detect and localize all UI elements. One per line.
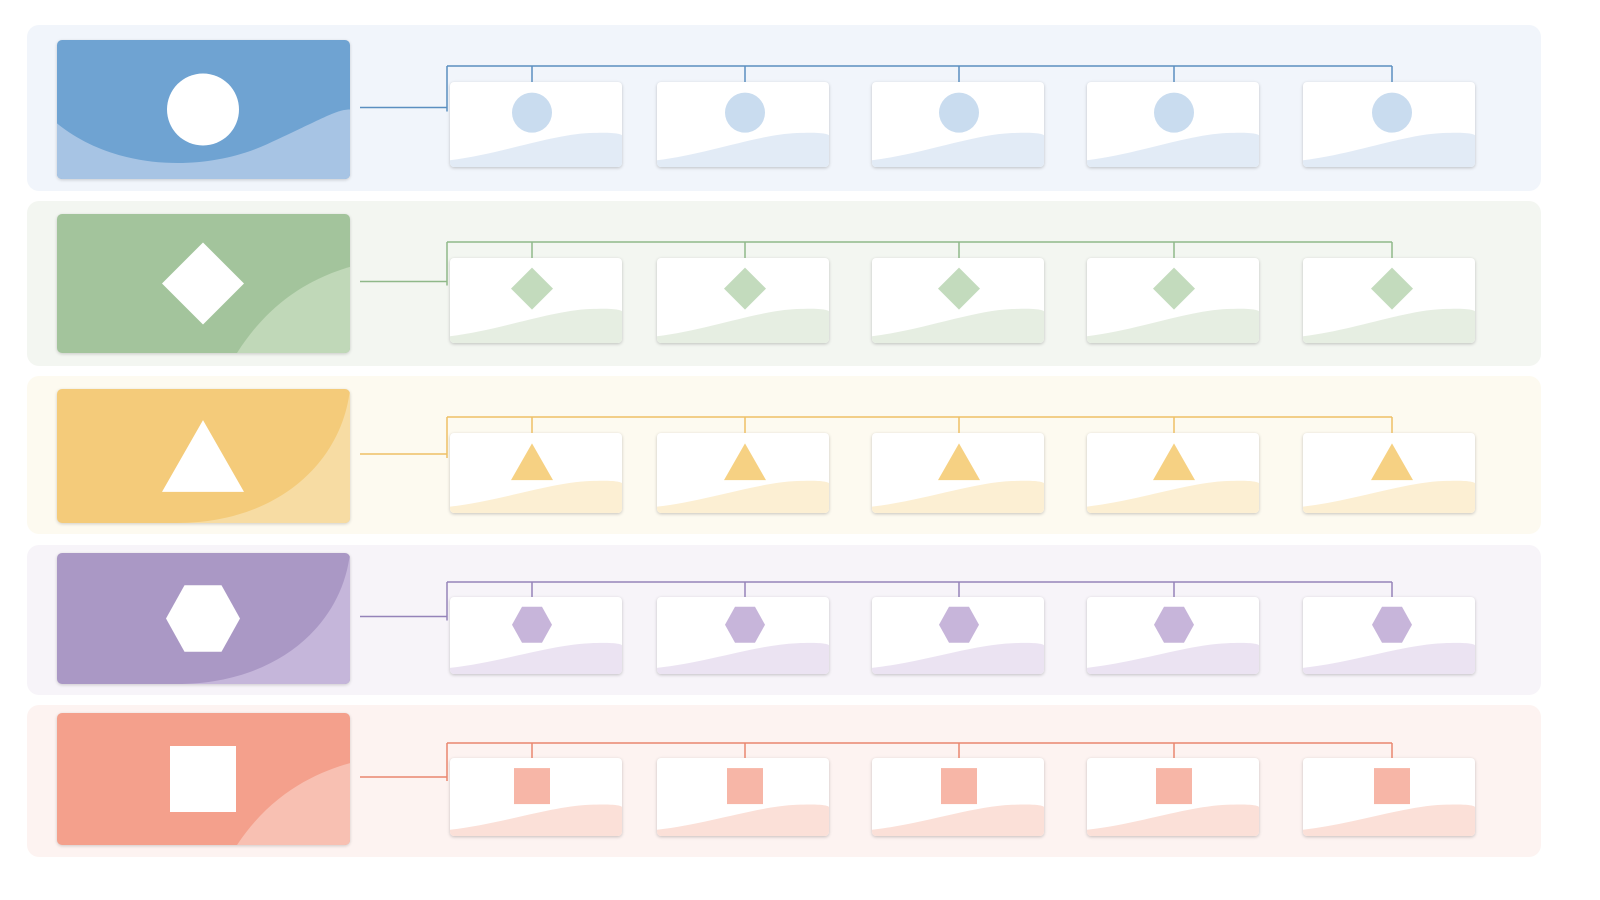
diamond-icon [511, 267, 553, 310]
child-card-triangle [1303, 433, 1475, 513]
child-card-circle [657, 82, 829, 167]
diamond-icon [1153, 267, 1195, 310]
child-card-triangle [872, 433, 1044, 513]
card-wave [872, 642, 1044, 674]
child-card-circle [1087, 82, 1259, 167]
card-wave [1087, 480, 1259, 513]
card-wave [1087, 132, 1259, 167]
child-card-triangle [450, 433, 622, 513]
hexagon-icon [1372, 606, 1412, 643]
triangle-icon [1153, 443, 1195, 481]
card-wave [872, 132, 1044, 167]
square-icon [170, 746, 236, 812]
square-icon [941, 768, 977, 805]
diamond-icon [162, 242, 244, 325]
triangle-icon [1371, 443, 1413, 481]
triangle-icon [724, 443, 766, 481]
card-wave [657, 642, 829, 674]
card-wave [450, 804, 622, 836]
child-card-hexagon [1303, 597, 1475, 674]
child-card-triangle [1087, 433, 1259, 513]
card-wave [657, 480, 829, 513]
hexagon-icon [939, 606, 979, 643]
card-wave [1303, 642, 1475, 674]
card-wave [1303, 132, 1475, 167]
circle-icon [512, 92, 552, 133]
card-wave [657, 132, 829, 167]
child-card-diamond [657, 258, 829, 343]
triangle-icon [511, 443, 553, 481]
card-wave [237, 266, 350, 353]
parent-card-diamond [57, 214, 350, 353]
circle-icon [1154, 92, 1194, 133]
square-icon [1156, 768, 1192, 805]
child-card-diamond [450, 258, 622, 343]
card-wave [872, 308, 1044, 343]
circle-icon [1372, 92, 1412, 133]
triangle-icon [938, 443, 980, 481]
hexagon-icon [1154, 606, 1194, 643]
card-wave [1303, 804, 1475, 836]
triangle-icon [162, 420, 244, 492]
hexagon-icon [166, 585, 240, 652]
diamond-icon [724, 267, 766, 310]
child-card-hexagon [872, 597, 1044, 674]
parent-card-square [57, 713, 350, 845]
card-wave [1303, 480, 1475, 513]
child-card-triangle [657, 433, 829, 513]
child-card-square [1087, 758, 1259, 836]
card-wave [657, 804, 829, 836]
card-wave [1087, 804, 1259, 836]
child-card-hexagon [657, 597, 829, 674]
child-card-circle [1303, 82, 1475, 167]
card-wave [1087, 642, 1259, 674]
child-card-circle [872, 82, 1044, 167]
diamond-icon [1371, 267, 1413, 310]
card-wave [872, 804, 1044, 836]
square-icon [1374, 768, 1410, 805]
card-wave [450, 308, 622, 343]
circle-icon [939, 92, 979, 133]
child-card-diamond [872, 258, 1044, 343]
hexagon-icon [512, 606, 552, 643]
child-card-square [872, 758, 1044, 836]
square-icon [514, 768, 550, 805]
card-wave [450, 642, 622, 674]
parent-card-circle [57, 40, 350, 179]
card-wave [450, 480, 622, 513]
card-wave [177, 389, 350, 523]
child-card-square [450, 758, 622, 836]
diamond-icon [938, 267, 980, 310]
hexagon-icon [725, 606, 765, 643]
circle-icon [725, 92, 765, 133]
card-wave [57, 109, 350, 179]
parent-card-hexagon [57, 553, 350, 684]
square-icon [727, 768, 763, 805]
card-wave [237, 763, 350, 845]
circle-icon [167, 73, 239, 146]
child-card-hexagon [1087, 597, 1259, 674]
card-wave [1087, 308, 1259, 343]
card-wave [450, 132, 622, 167]
card-wave [657, 308, 829, 343]
child-card-diamond [1303, 258, 1475, 343]
child-card-hexagon [450, 597, 622, 674]
parent-card-triangle [57, 389, 350, 523]
card-wave [177, 553, 350, 684]
card-wave [1303, 308, 1475, 343]
card-wave [872, 480, 1044, 513]
child-card-diamond [1087, 258, 1259, 343]
child-card-square [657, 758, 829, 836]
child-card-circle [450, 82, 622, 167]
child-card-square [1303, 758, 1475, 836]
